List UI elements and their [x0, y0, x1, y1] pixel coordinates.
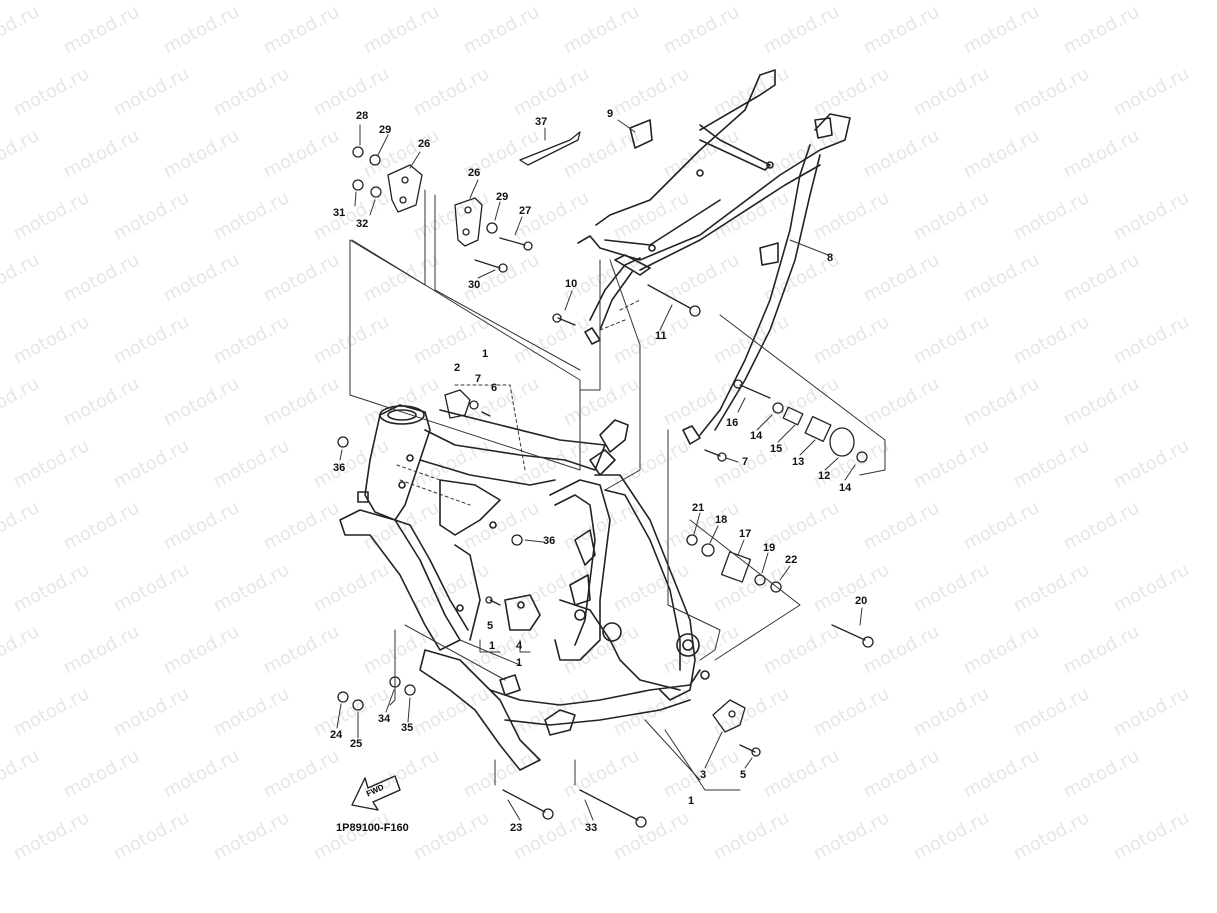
callout-9: 9 — [607, 108, 614, 120]
callout-11: 11 — [655, 330, 667, 342]
callout-20: 20 — [855, 595, 868, 607]
callout-33: 33 — [585, 822, 598, 834]
callout-37: 37 — [535, 116, 548, 128]
callout-25: 25 — [350, 738, 363, 750]
callout-35: 35 — [401, 722, 414, 734]
callout-2: 2 — [454, 362, 461, 374]
callout-5: 5 — [740, 769, 747, 781]
callout-19: 19 — [763, 542, 776, 554]
callout-26: 26 — [418, 138, 431, 150]
callout-18: 18 — [715, 514, 728, 526]
callout-4: 4 — [516, 640, 523, 652]
callout-8: 8 — [827, 252, 834, 264]
callout-22: 22 — [785, 554, 798, 566]
callout-26: 26 — [468, 167, 481, 179]
callout-27: 27 — [519, 205, 532, 217]
callout-30: 30 — [468, 279, 481, 291]
callout-10: 10 — [565, 278, 578, 290]
fasteners — [337, 131, 874, 828]
leader-lines — [336, 119, 886, 821]
callout-1: 1 — [489, 640, 496, 652]
callout-3: 3 — [700, 769, 707, 781]
main-frame — [339, 404, 710, 771]
callout-7: 7 — [742, 456, 749, 468]
callout-16: 16 — [726, 417, 739, 429]
rear-subframe — [577, 69, 851, 445]
callout-32: 32 — [356, 218, 369, 230]
drawing-code: 1P89100-F160 — [336, 822, 409, 834]
callout-7: 7 — [475, 373, 482, 385]
callout-13: 13 — [792, 456, 805, 468]
callout-14: 14 — [750, 430, 763, 442]
callout-14: 14 — [839, 482, 852, 494]
callout-23: 23 — [510, 822, 523, 834]
callout-28: 28 — [356, 110, 369, 122]
callout-1: 1 — [688, 795, 695, 807]
callout-1: 1 — [516, 657, 523, 669]
callout-17: 17 — [739, 528, 752, 540]
callout-36: 36 — [333, 462, 346, 474]
callout-5: 5 — [487, 620, 494, 632]
fwd-arrow-icon — [351, 775, 401, 811]
callout-31: 31 — [333, 207, 346, 219]
callout-29: 29 — [496, 191, 509, 203]
callout-24: 24 — [330, 729, 343, 741]
callout-21: 21 — [692, 502, 705, 514]
callout-15: 15 — [770, 443, 783, 455]
callout-1: 1 — [482, 348, 489, 360]
callout-6: 6 — [491, 382, 498, 394]
callout-12: 12 — [818, 470, 831, 482]
callout-36: 36 — [543, 535, 556, 547]
callout-29: 29 — [379, 124, 392, 136]
callout-34: 34 — [378, 713, 391, 725]
